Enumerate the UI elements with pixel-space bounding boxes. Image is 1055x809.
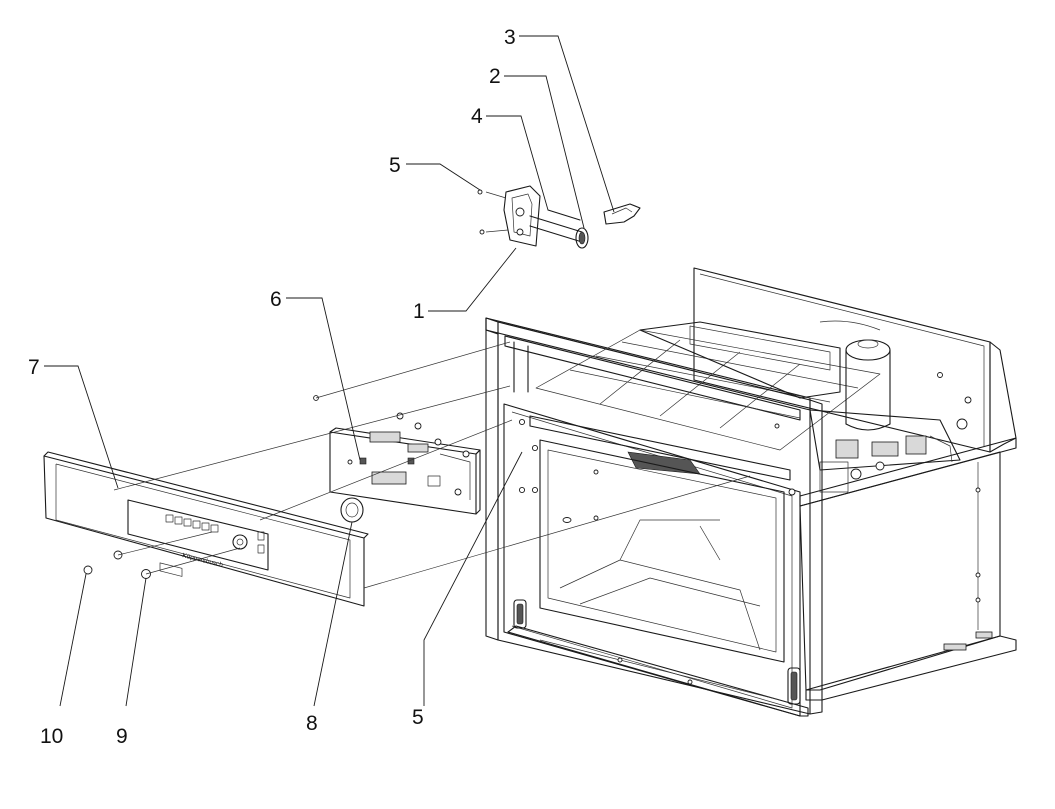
callout-9: 9 [116, 725, 128, 748]
assembly-guide-lines [113, 191, 751, 589]
callout-10: 10 [40, 725, 63, 748]
callout-8: 8 [306, 712, 318, 735]
door-lock-mechanism [477, 185, 641, 249]
callout-5-bottom: 5 [412, 706, 424, 729]
callout-4: 4 [471, 105, 483, 128]
electronic-module [329, 412, 481, 515]
callout-leaders [44, 35, 615, 707]
callout-6: 6 [270, 288, 282, 311]
callout-3: 3 [504, 26, 516, 49]
control-panel-fascia: Küppersbusch [43, 451, 369, 607]
brand-label: Küppersbusch [182, 552, 224, 569]
callout-5-top: 5 [389, 154, 401, 177]
oven-cabinet [485, 267, 1017, 717]
knob-part [340, 497, 364, 523]
button-row [165, 514, 219, 533]
callout-labels: 3 2 4 5 1 6 7 10 9 8 5 [28, 26, 516, 748]
callout-2: 2 [489, 65, 501, 88]
screws-small [83, 395, 319, 579]
callout-7: 7 [28, 356, 40, 379]
callout-1: 1 [413, 300, 425, 323]
